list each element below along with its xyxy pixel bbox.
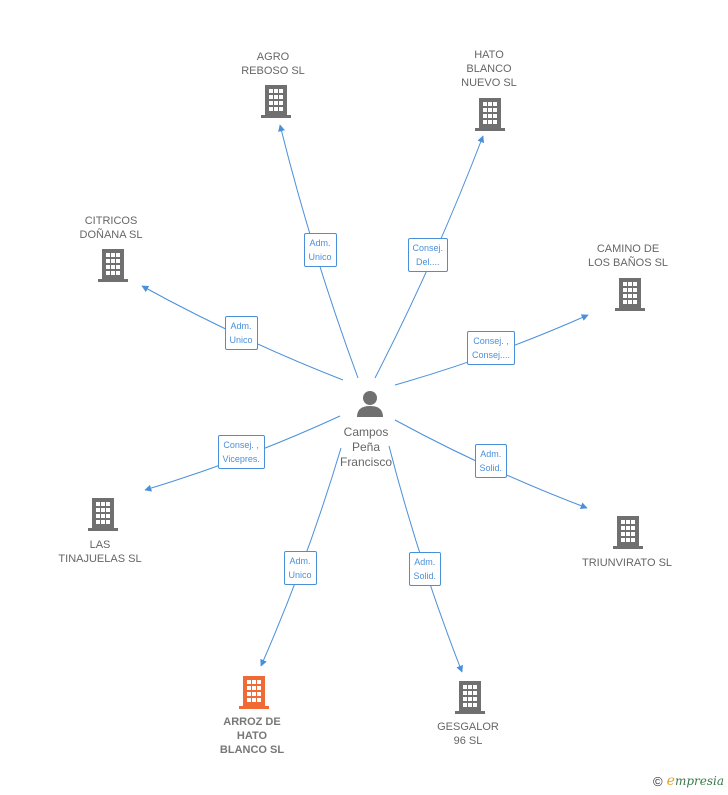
building-icon[interactable] (239, 676, 269, 709)
role-badge-hato-nuevo[interactable]: Consej. Del.... (407, 238, 449, 272)
building-icon[interactable] (455, 681, 485, 714)
building-icon[interactable] (475, 98, 505, 131)
company-name-citricos[interactable]: CITRICOS DOÑANA SL (79, 215, 143, 241)
role-badge-tinajuelas[interactable]: Consej. , Vicepres. (217, 435, 265, 469)
role-badge-agro[interactable]: Adm. Unico (303, 233, 337, 267)
company-name-agro[interactable]: AGRO REBOSO SL (241, 51, 305, 77)
icons (88, 85, 645, 714)
role-badge-camino[interactable]: Consej. , Consej.... (467, 331, 516, 365)
company-name-tinajuelas[interactable]: LAS TINAJUELAS SL (58, 539, 142, 565)
company-name-arroz[interactable]: ARROZ DE HATO BLANCO SL (219, 716, 285, 756)
company-name-gesgalor[interactable]: GESGALOR 96 SL (437, 721, 499, 747)
company-name-hato-nuevo[interactable]: HATO BLANCO NUEVO SL (461, 49, 517, 89)
footer: © empresia (653, 773, 724, 789)
building-icon[interactable] (98, 249, 128, 282)
building-icon[interactable] (615, 278, 645, 311)
company-name-triunvirato[interactable]: TRIUNVIRATO SL (581, 557, 673, 569)
person-name[interactable]: Campos Peña Francisco (339, 425, 392, 469)
role-badge-gesgalor[interactable]: Adm. Solid. (408, 552, 442, 586)
building-icon[interactable] (88, 498, 118, 531)
brand-logo[interactable]: empresia (666, 773, 724, 789)
role-badge-arroz[interactable]: Adm. Unico (283, 551, 317, 585)
person-icon[interactable] (357, 391, 383, 417)
building-icon[interactable] (613, 516, 643, 549)
building-icon[interactable] (261, 85, 291, 118)
role-badge-citricos[interactable]: Adm. Unico (224, 316, 258, 350)
role-badge-triunvirato[interactable]: Adm. Solid. (474, 444, 508, 478)
copyright-icon: © (653, 773, 663, 789)
company-name-camino[interactable]: CAMINO DE LOS BAÑOS SL (587, 243, 669, 269)
